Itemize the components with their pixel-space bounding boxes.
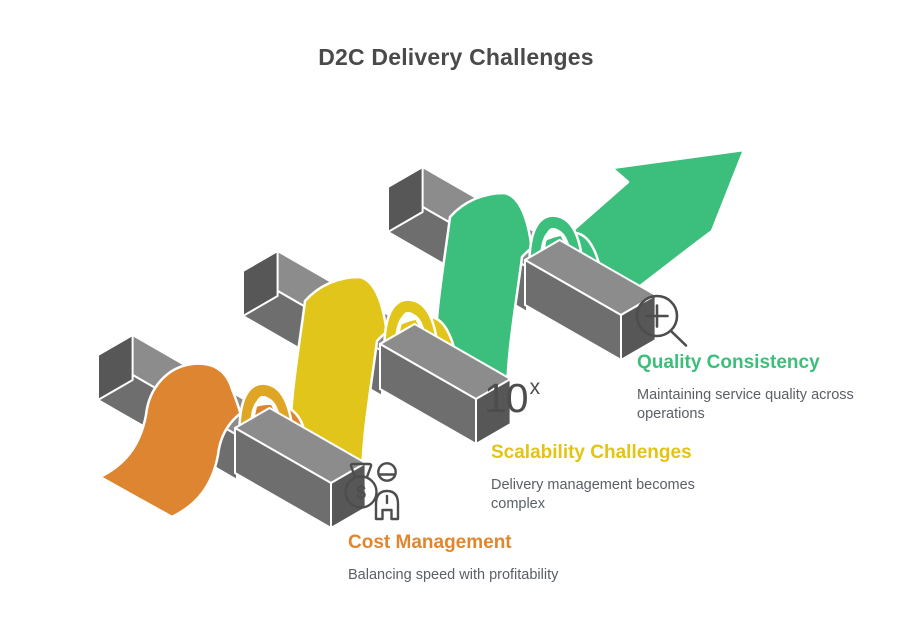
person-head [377,462,397,482]
exponent-power: x [529,375,541,399]
label-quality-consistency: Quality Consistency Maintaining service … [637,352,877,424]
money-bag-person-icon: $ [344,462,400,521]
hurdle-quality-group [387,148,746,409]
description-quality-consistency: Maintaining service quality across opera… [637,386,854,422]
magnifier-lens [635,294,679,338]
money-bag-body [344,475,378,509]
exponent-10x-icon: 10x [484,375,541,421]
hurdle-bar-right [379,323,512,445]
label-scalability-challenges: Scalability Challenges Delivery manageme… [491,442,719,514]
heading-cost-management: Cost Management [348,532,512,553]
bar-end-face [97,334,134,401]
bar-end-face [387,166,424,233]
magnifier-handle [670,330,688,347]
hurdle-bar-right [524,239,657,361]
description-cost-management: Balancing speed with profitability [348,566,559,583]
person-body [374,489,400,521]
hurdle-bar-right [234,407,367,529]
heading-quality-consistency: Quality Consistency [637,352,820,373]
dollar-sign: $ [356,483,366,503]
description-scalability-challenges: Delivery management becomes complex [491,476,695,512]
label-cost-management: Cost Management Balancing speed with pro… [348,532,618,585]
exponent-base: 10 [484,375,529,421]
bar-end-face [475,378,512,445]
hurdle-scalability-group [242,250,512,493]
heading-scalability-challenges: Scalability Challenges [491,442,692,463]
money-bag-neck [349,462,373,479]
bar-end-face [242,250,279,317]
magnifier-plus-icon [635,294,688,347]
page-title: D2C Delivery Challenges [318,44,594,70]
hurdle-cost-group [97,334,367,529]
